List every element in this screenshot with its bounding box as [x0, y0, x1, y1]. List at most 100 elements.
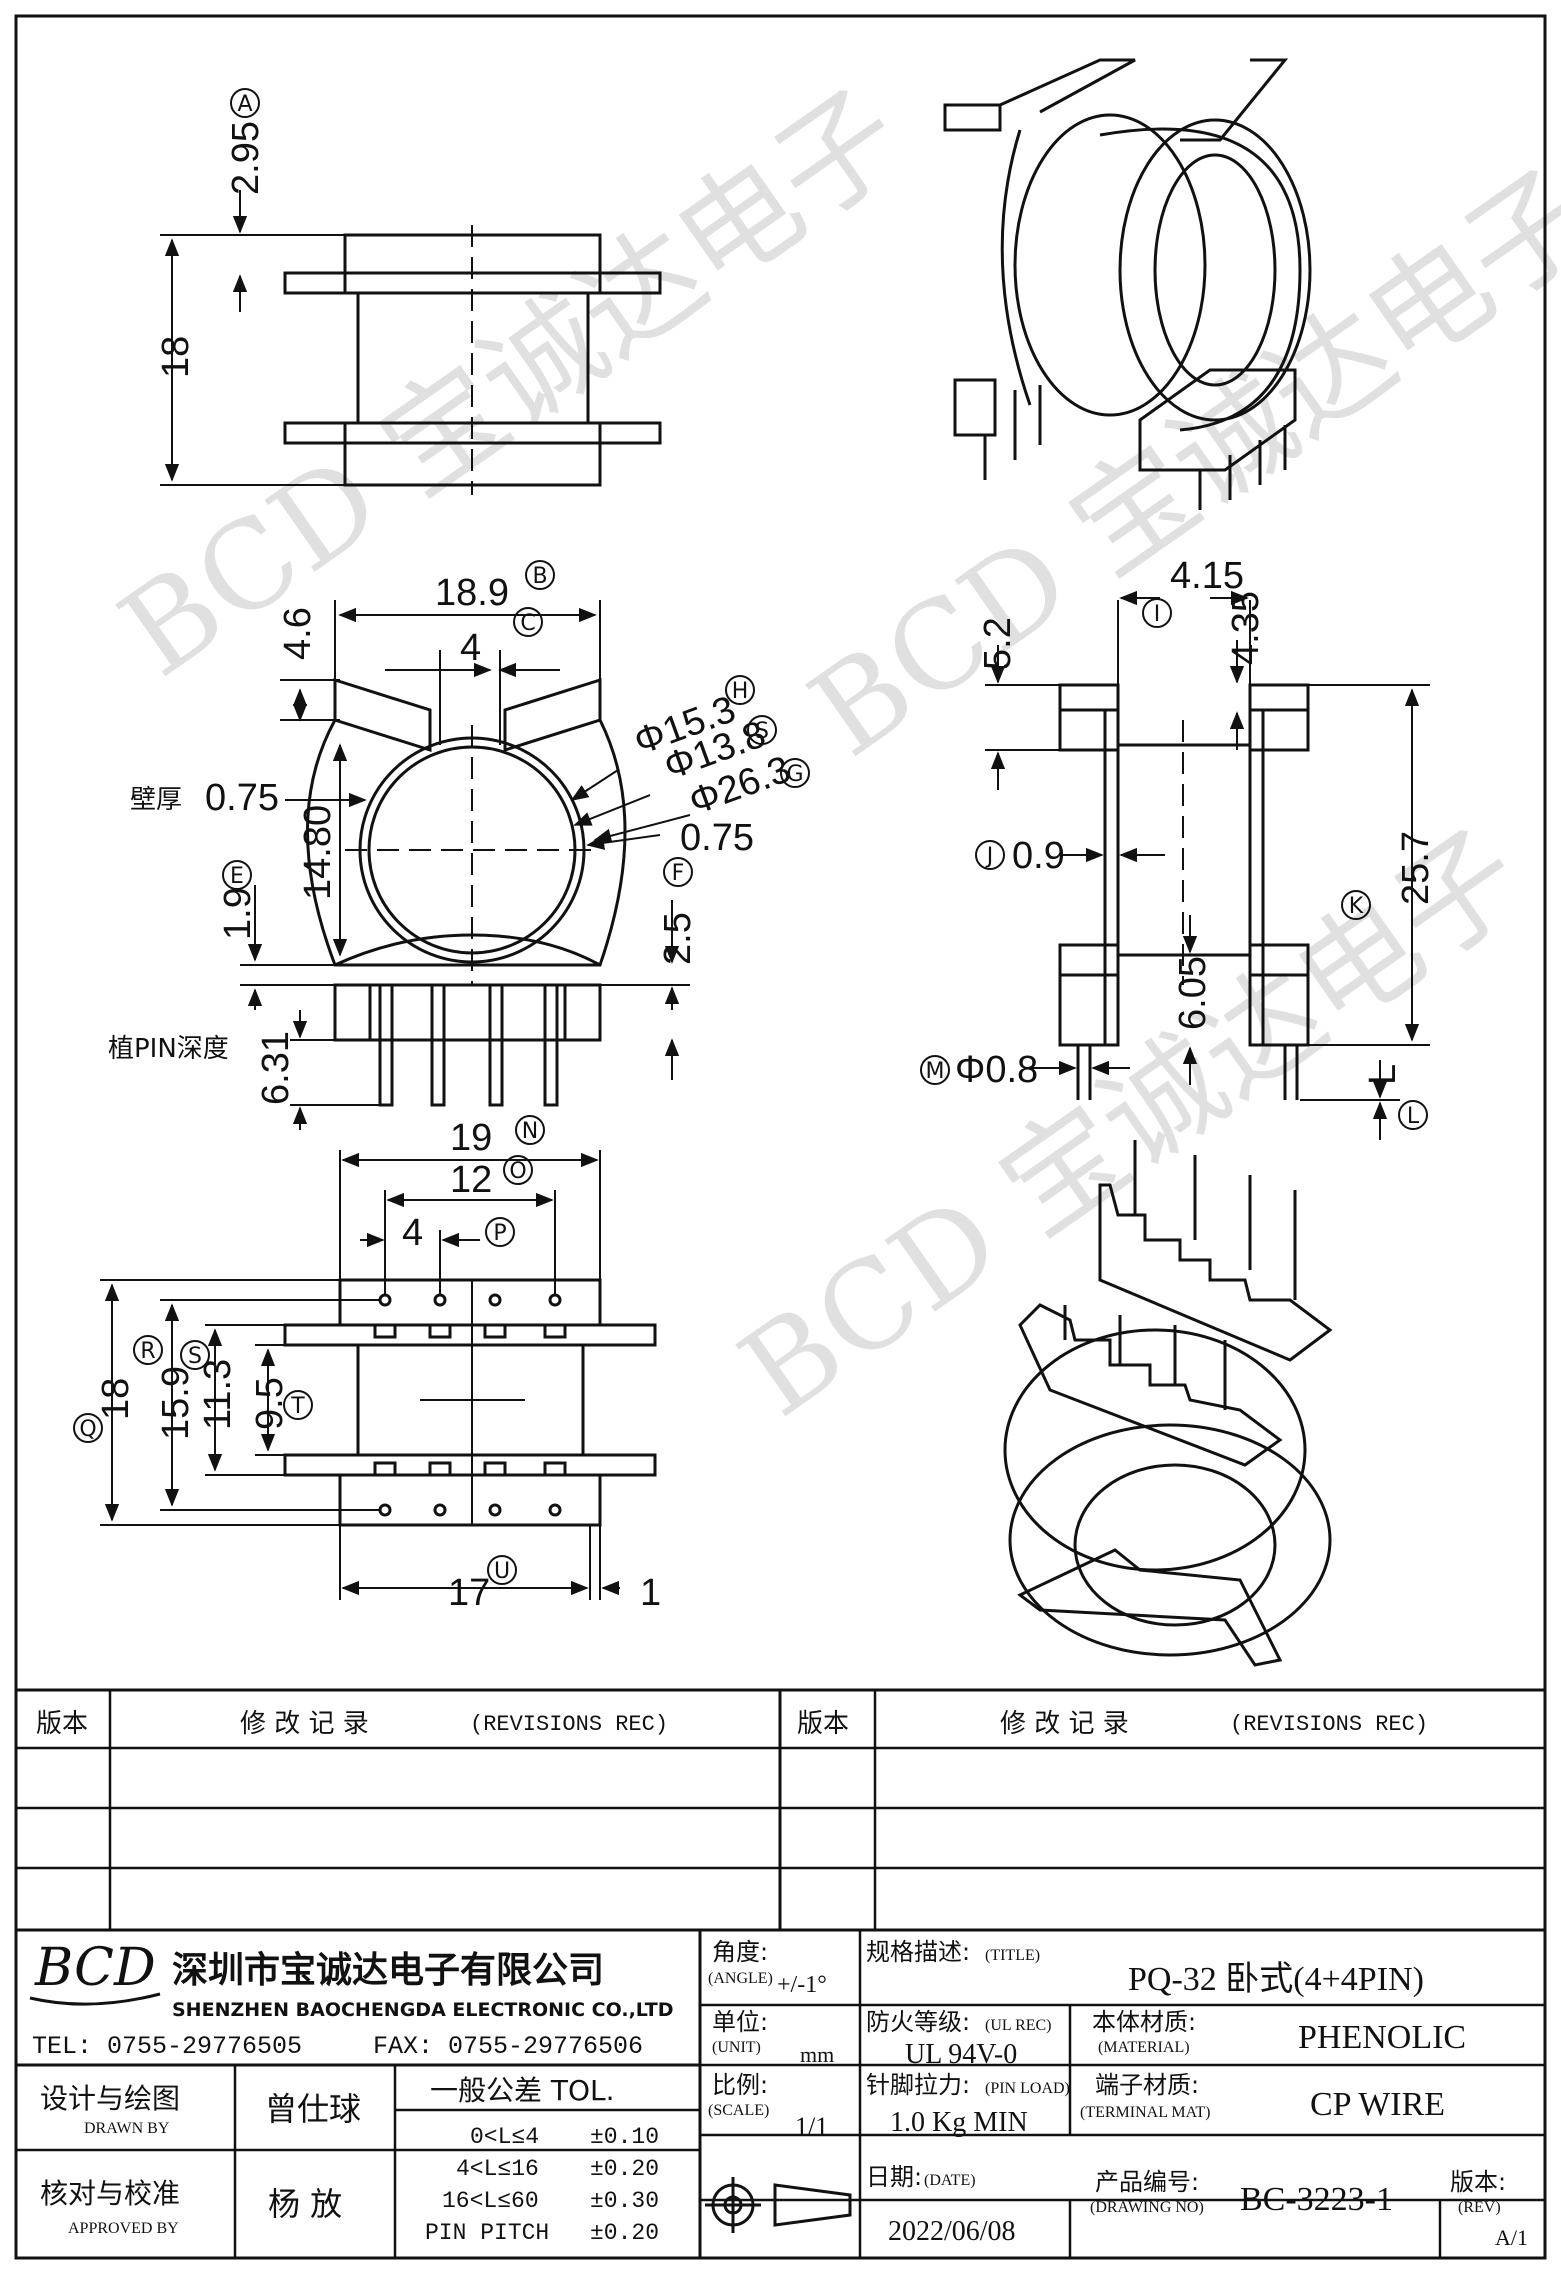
svg-text:A: A [237, 92, 252, 117]
ref-k: K [1341, 890, 1371, 920]
company-tel: TEL: 0755-29776505 [32, 2032, 302, 2061]
dim-right-wall: 0.75 [680, 817, 754, 859]
svg-text:B: B [532, 564, 547, 589]
angle-label: 角度: [712, 1938, 768, 1966]
pinload-en: (PIN LOAD) [985, 2080, 1070, 2097]
svg-text:M: M [926, 1059, 945, 1084]
rev-label: 版本: [1450, 2168, 1506, 2196]
logo-text: BCD [34, 1938, 156, 1998]
dim-left-drop: 1.9 [217, 887, 259, 940]
watermark-text-2: BCD 宝诚达电子 [787, 144, 1561, 784]
dim-foot: 6.05 [1172, 956, 1214, 1030]
dim-t1: 1 [640, 1572, 661, 1614]
svg-text:N: N [522, 1119, 538, 1144]
ref-i: I [1142, 598, 1172, 628]
svg-text:C: C [520, 611, 535, 636]
date-label: 日期: [866, 2163, 922, 2191]
title-label: 规格描述: [866, 1938, 970, 1966]
svg-text:P: P [493, 1221, 506, 1246]
rev-rec-label-left: 修 改 记 录 [240, 1709, 369, 1739]
top-view [160, 190, 662, 495]
tol-range-4: PIN PITCH [425, 2220, 549, 2246]
pin-depth-label: 植PIN深度 [108, 1034, 229, 1064]
tol-val-3: ±0.30 [590, 2188, 659, 2214]
scale-label: 比例: [712, 2071, 768, 2099]
pin-base [333, 983, 602, 1042]
drawn-value: 曾仕球 [265, 2090, 361, 2128]
ref-j: J [975, 840, 1005, 870]
watermark: BCD 宝诚达电子 BCD 宝诚达电子 BCD 宝诚达电子 [97, 64, 1561, 1444]
tol-range-2: 4<L≤16 [456, 2156, 539, 2182]
ul-label: 防火等级: [866, 2008, 970, 2036]
scale-en: (SCALE) [708, 2102, 769, 2119]
svg-text:F: F [672, 861, 685, 886]
svg-text:G: G [786, 762, 803, 787]
ref-s2: S [180, 1340, 210, 1370]
ref-e: E [222, 860, 252, 890]
dim-w12: 12 [450, 1159, 492, 1201]
title-en: (TITLE) [985, 1947, 1040, 1964]
dim-w1: 4.15 [1170, 555, 1244, 597]
front-pin-1 [378, 983, 394, 1107]
material-label: 本体材质: [1092, 2008, 1196, 2036]
dim-height: 18 [155, 336, 197, 378]
rev-en: (REV) [1458, 2199, 1501, 2216]
dim-flange: 4.6 [277, 607, 319, 660]
tol-val-2: ±0.20 [590, 2156, 659, 2182]
pinload-label: 针脚拉力: [866, 2071, 970, 2099]
revision-table [16, 1688, 1545, 1932]
tol-val-4: ±0.20 [590, 2220, 659, 2246]
rev-ver-label-left: 版本 [36, 1709, 88, 1739]
ref-o: O [503, 1155, 533, 1185]
ref-c: C [513, 607, 543, 637]
dim-h113: 11.3 [197, 1359, 239, 1430]
svg-text:J: J [985, 844, 994, 869]
bottom-left-wing [283, 421, 347, 445]
terminal-value: CP WIRE [1310, 2086, 1445, 2123]
top-left-wing [283, 271, 347, 295]
tol-label: 一般公差 TOL. [430, 2074, 615, 2107]
front-view [240, 600, 691, 1130]
dim-pin-depth: 6.31 [255, 1031, 297, 1105]
sheet-border [14, 14, 1547, 2260]
ref-s: S [747, 715, 777, 745]
dim-inner-h: 14.80 [297, 805, 339, 900]
dim-wall: 0.75 [205, 777, 279, 819]
svg-text:I: I [1154, 602, 1161, 627]
terminal-en: (TERMINAL MAT) [1080, 2104, 1211, 2121]
dim-pitch: 4 [402, 1212, 423, 1254]
ref-q: Q [73, 1413, 103, 1443]
dim-h18: 18 [95, 1378, 137, 1420]
tol-val-1: ±0.10 [590, 2124, 659, 2150]
bobbin-iso-top [943, 58, 1312, 510]
pinload-value: 1.0 Kg MIN [890, 2107, 1028, 2138]
dim-h159: 15.9 [155, 1366, 197, 1440]
drawing-en: (DRAWING NO) [1090, 2199, 1204, 2216]
rev-ver-label-right: 版本 [797, 1709, 849, 1739]
ref-p: P [485, 1217, 515, 1247]
rev-rec-label-right: 修 改 记 录 [1000, 1709, 1129, 1739]
dim-h1: 5.2 [977, 617, 1019, 670]
dim-width: 18.9 [435, 572, 509, 614]
ref-t: T [283, 1390, 313, 1420]
company-fax: FAX: 0755-29776506 [373, 2032, 643, 2061]
dim-pin-d: Φ0.8 [955, 1049, 1038, 1091]
svg-text:L: L [1407, 1104, 1420, 1129]
right-wing [503, 677, 602, 753]
front-pin-3 [488, 983, 504, 1107]
svg-text:S: S [755, 719, 769, 744]
svg-text:K: K [1349, 894, 1364, 919]
dim-right-drop: 2.5 [657, 912, 699, 965]
dim-flange-offset: 2.95 [225, 121, 267, 195]
angle-value: +/-1° [777, 1972, 827, 1998]
dim-total-h: 25.7 [1395, 831, 1437, 905]
unit-label: 单位: [712, 2008, 768, 2036]
front-pin-4 [543, 983, 559, 1107]
dim-pin-l: L [1362, 1064, 1404, 1085]
ref-u: U [487, 1555, 517, 1585]
date-en: (DATE) [924, 2172, 976, 2189]
svg-text:R: R [140, 1339, 155, 1364]
bottom-view [100, 1150, 657, 1600]
flange-outline [306, 719, 627, 967]
scale-value: 1/1 [795, 2112, 828, 2141]
